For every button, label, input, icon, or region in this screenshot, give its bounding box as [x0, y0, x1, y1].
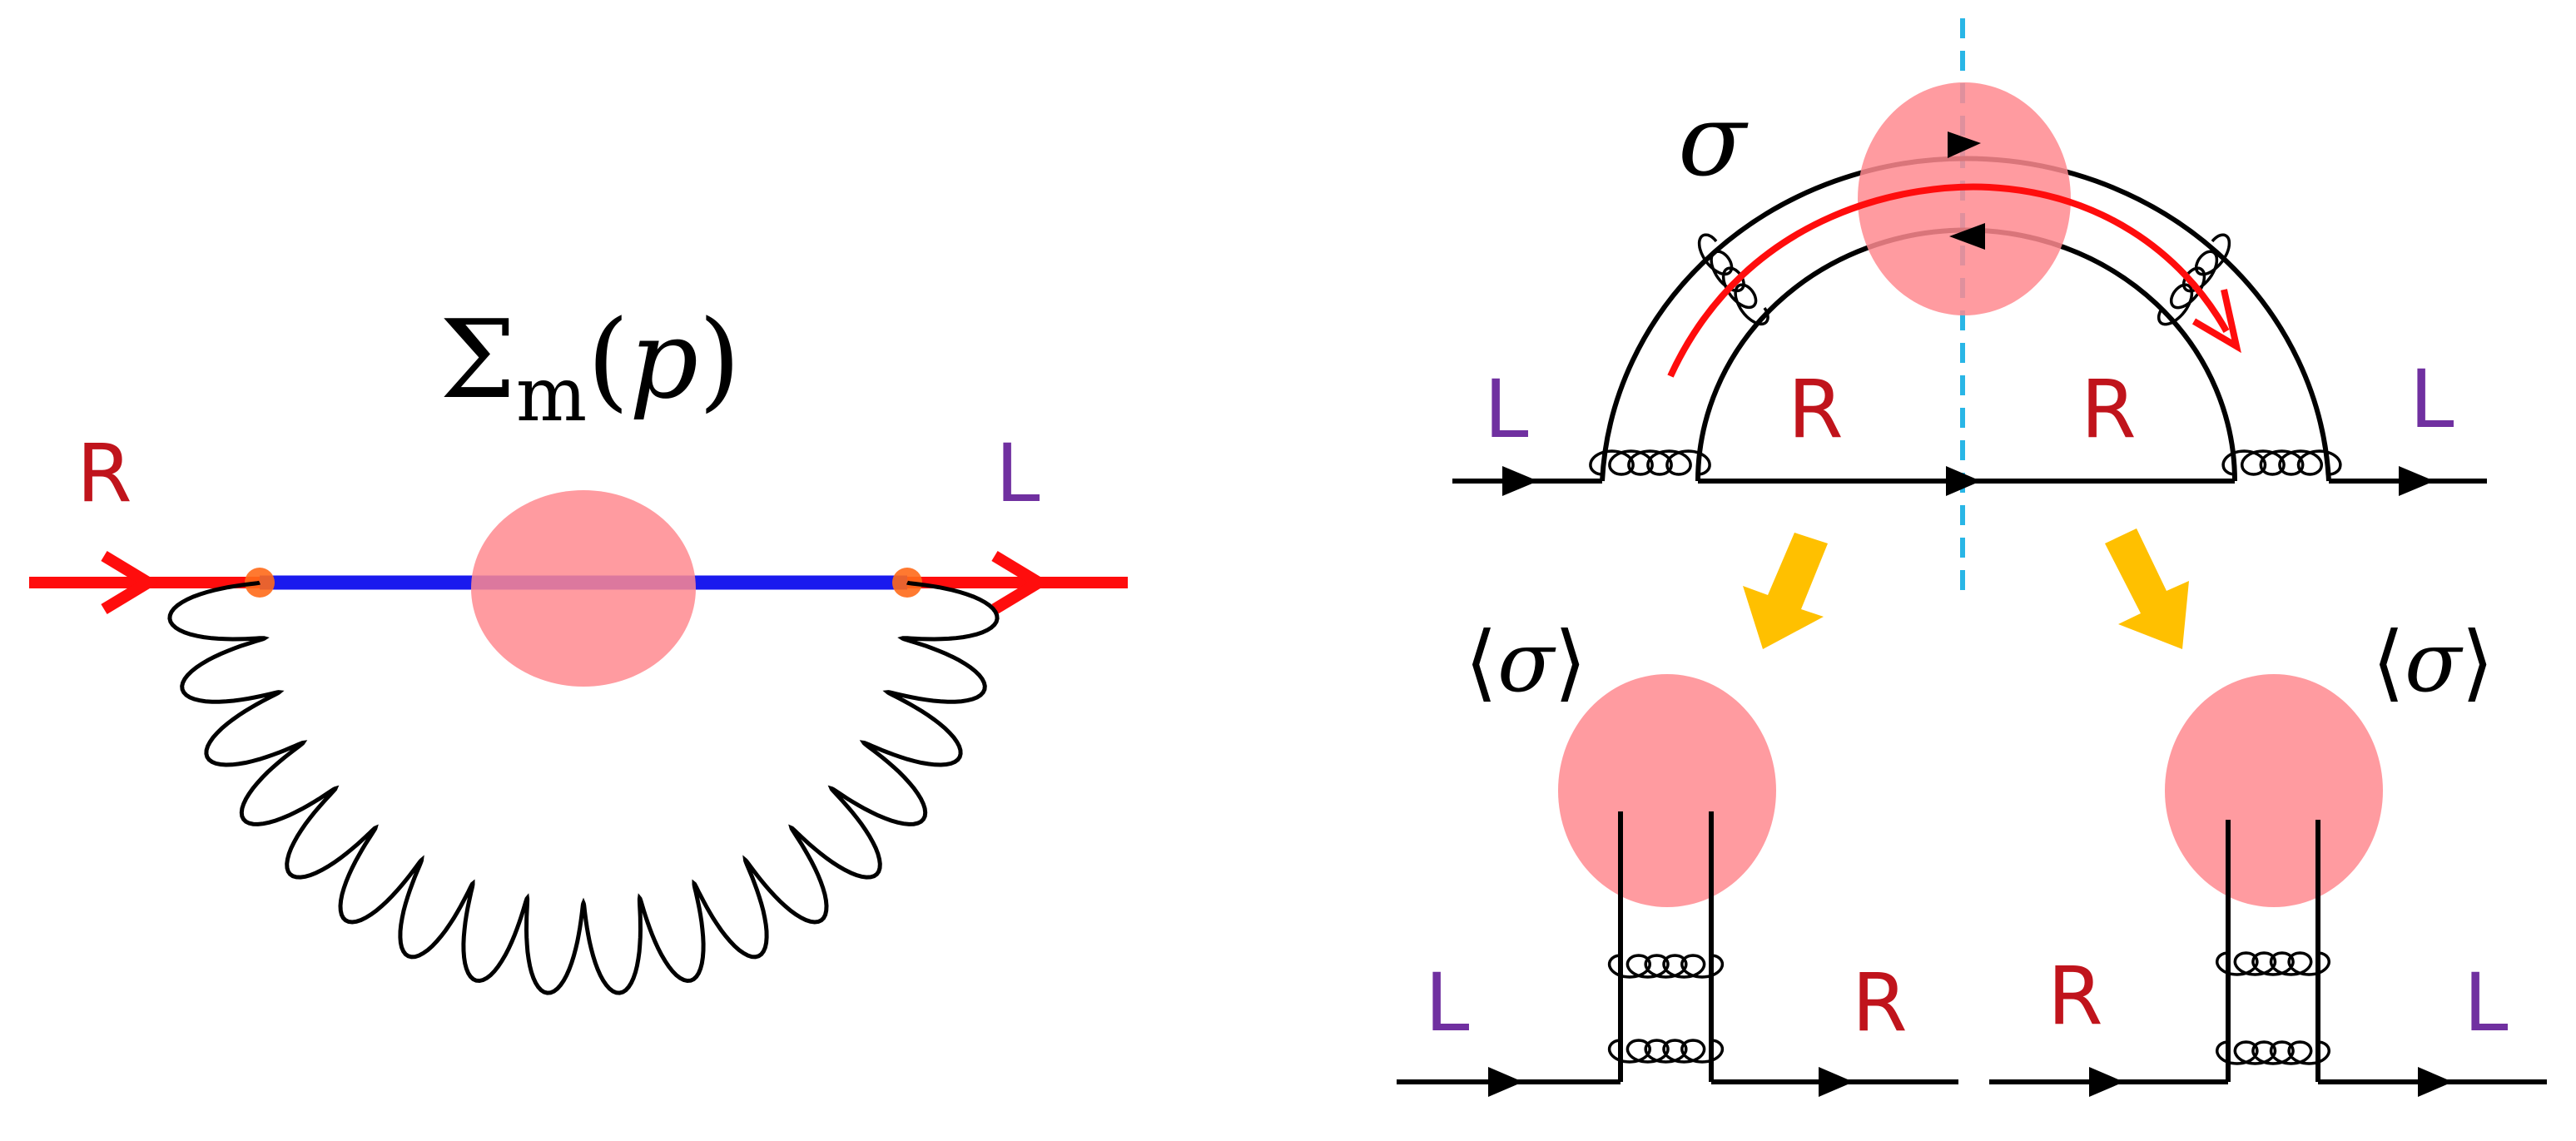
- two-loop-diagram: σ L R R L: [1452, 18, 2487, 593]
- outgoing-left-label: L: [2464, 956, 2508, 1049]
- ladder-gluon-upper: [1607, 954, 1725, 979]
- arrowhead-cut: [1946, 466, 1981, 496]
- outgoing-right-label: R: [1852, 956, 1908, 1049]
- bottom-right-gluon: [2221, 449, 2342, 476]
- self-energy-diagram: Σm(p) R L: [29, 296, 1128, 995]
- yellow-arrow-right: [2105, 528, 2189, 649]
- outgoing-left-label: L: [2410, 353, 2454, 446]
- inner-right-label-2: R: [2081, 363, 2137, 456]
- self-energy-label: Σm(p): [439, 296, 741, 439]
- inner-right-label-1: R: [1788, 363, 1844, 456]
- arrowhead-in: [2089, 1067, 2124, 1097]
- incoming-right-label: R: [2047, 950, 2103, 1043]
- arrowhead-out: [2418, 1067, 2453, 1097]
- incoming-left-label: L: [1425, 956, 1469, 1049]
- condensate-diagram-left: ⟨σ⟩ L R: [1397, 613, 1958, 1097]
- yellow-arrow-left: [1743, 533, 1828, 649]
- sigma-label: σ: [1678, 83, 1749, 199]
- arrowhead-in: [1488, 1067, 1523, 1097]
- gluon-loop: [167, 580, 1000, 995]
- arrowhead-incoming: [1502, 466, 1538, 496]
- incoming-left-label: L: [1484, 363, 1528, 456]
- vev-label: ⟨σ⟩: [1465, 613, 1586, 711]
- momentum-flow-arrowhead: [2191, 289, 2241, 354]
- ladder-gluon-lower: [2215, 1040, 2331, 1065]
- condensate-blob: [1858, 82, 2071, 315]
- momentum-flow-arrow: [1667, 183, 2230, 378]
- arrowhead-inner-arc: [1949, 223, 1985, 250]
- bottom-left-gluon: [1589, 449, 1711, 476]
- arrowhead-outgoing: [2399, 466, 2435, 496]
- arrowhead-out: [1819, 1067, 1854, 1097]
- ladder-gluon-upper: [2215, 951, 2331, 976]
- condensate-blob: [1558, 674, 1776, 907]
- vev-label: ⟨σ⟩: [2372, 613, 2494, 711]
- outgoing-arrowhead: [991, 551, 1050, 614]
- right-handed-label: R: [77, 427, 132, 520]
- left-handed-label: L: [995, 427, 1040, 520]
- condensate-blob: [471, 490, 696, 687]
- incoming-arrowhead: [101, 551, 160, 614]
- ladder-gluon-lower: [1607, 1039, 1725, 1064]
- condensate-diagram-right: ⟨σ⟩ R L: [1989, 613, 2547, 1097]
- condensate-blob: [2165, 674, 2383, 907]
- arrowhead-outer-arc: [1948, 131, 1981, 158]
- arc-right-gluon: [2157, 233, 2231, 326]
